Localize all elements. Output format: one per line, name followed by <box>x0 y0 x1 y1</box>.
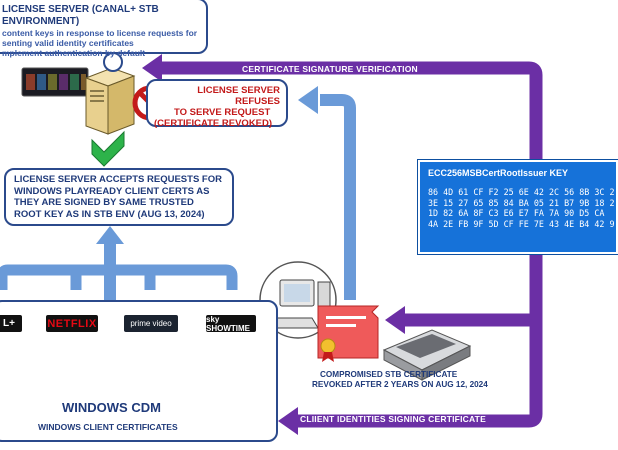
root-key-title: ECC256MSBCertRootIssuer KEY <box>428 168 569 178</box>
accept-line: LICENSE SERVER ACCEPTS REQUESTS FOR <box>14 174 222 185</box>
refusal-callout: LICENSE SERVER REFUSES TO SERVE REQUEST … <box>146 79 288 129</box>
canal-logo: L+ <box>0 315 22 332</box>
cdm-title: WINDOWS CDM <box>62 400 161 415</box>
key-to-certificate-arrow <box>385 306 536 334</box>
license-server-title: LICENSE SERVER (CANAL+ STB ENVIRONMENT) <box>2 4 159 27</box>
accept-arrow <box>0 226 238 302</box>
verification-arrow <box>142 54 543 375</box>
license-server-line: content keys in response to license requ… <box>2 28 198 38</box>
compromised-certificate-icon <box>317 305 380 362</box>
media-screen <box>21 67 89 97</box>
computer-icon <box>259 261 337 339</box>
compromised-line: COMPROMISED STB CERTIFICATE <box>320 370 458 379</box>
license-server-line: senting valid identity certificates <box>2 38 134 48</box>
set-top-box-icon <box>382 329 472 381</box>
refusal-line: (CERTIFICATE REVOKED) <box>154 118 273 129</box>
prime-video-logo: prime video <box>124 315 178 332</box>
accept-line: ROOT KEY AS IN STB ENV (AUG 13, 2024) <box>14 208 205 220</box>
root-key-row: 4A 2E FB 9F 5D CF FE 7E 43 4E B4 42 9 <box>428 218 615 229</box>
cdm-subtitle: WINDOWS CLIENT CERTIFICATES <box>38 422 178 432</box>
verification-label: CERTIFICATE SIGNATURE VERIFICATION <box>242 64 418 74</box>
root-key-row: 1D 82 6A 8F C3 E6 E7 FA 7A 90 D5 CA <box>428 208 605 218</box>
accept-callout: LICENSE SERVER ACCEPTS REQUESTS FOR WIND… <box>4 168 234 226</box>
license-server-callout: LICENSE SERVER (CANAL+ STB ENVIRONMENT) … <box>0 0 208 58</box>
root-key-row: 3E 15 27 65 85 84 BA 05 21 B7 9B 18 2 <box>428 197 615 208</box>
green-check-icon <box>91 130 125 167</box>
root-key-box: ECC256MSBCertRootIssuer KEY 86 4D 61 CF … <box>417 159 618 255</box>
sky-showtime-logo: sky SHOWTIME <box>206 315 256 333</box>
accept-line: THEY ARE SIGNED BY SAME TRUSTED <box>14 197 194 208</box>
compromised-line: REVOKED AFTER 2 YEARS ON AUG 12, 2024 <box>312 380 488 389</box>
signing-label: CLIIENT IDENTITIES SIGNING CERTIFICATE <box>300 414 486 424</box>
accept-line: WINDOWS PLAYREADY CLIENT CERTS AS <box>14 185 210 197</box>
refusal-line: TO SERVE REQUEST <box>174 107 271 118</box>
signing-arrow <box>278 250 543 435</box>
server-icon <box>84 67 136 135</box>
refusal-arrow <box>298 86 356 300</box>
refusal-line: LICENSE SERVER REFUSES <box>197 85 280 107</box>
root-key-row: 86 4D 61 CF F2 25 6E 42 2C 56 8B 3C 2 <box>428 187 615 197</box>
license-server-line: mplement authentication by default <box>2 48 146 58</box>
netflix-logo: NETFLIX <box>46 315 98 332</box>
compromised-certificate-label: COMPROMISED STB CERTIFICATE REVOKED AFTE… <box>312 370 488 390</box>
